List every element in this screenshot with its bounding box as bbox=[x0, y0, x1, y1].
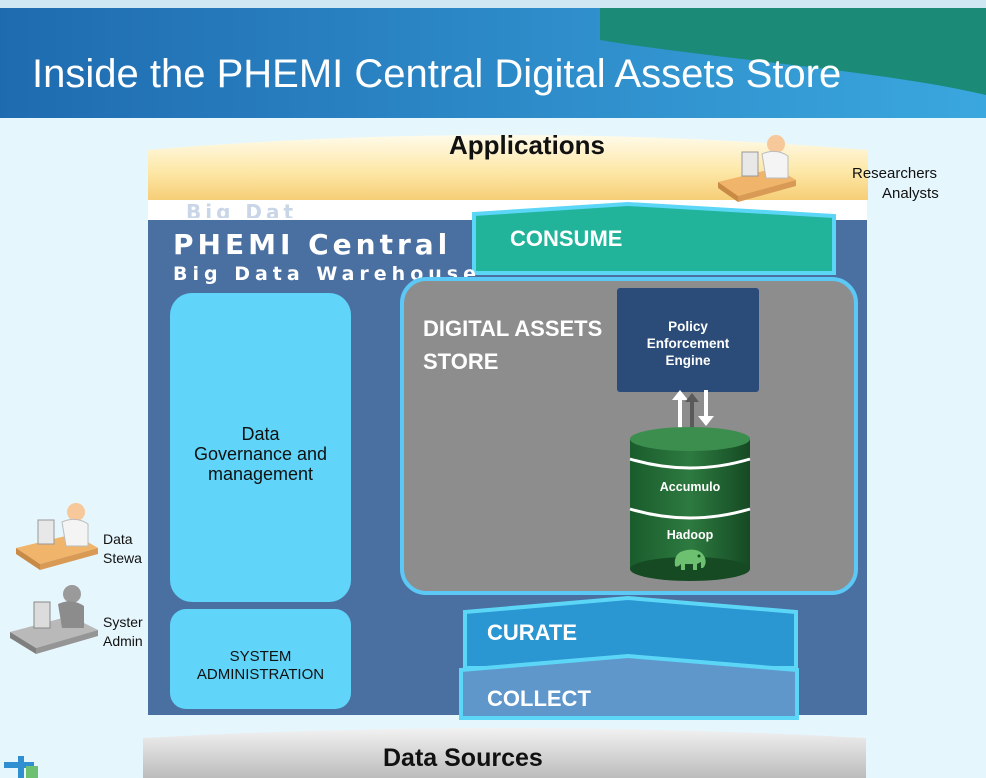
consume-label: CONSUME bbox=[510, 226, 623, 251]
digital-assets-store-label: DIGITAL ASSETS STORE bbox=[423, 316, 603, 374]
page-title: Inside the PHEMI Central Digital Assets … bbox=[32, 52, 842, 96]
system-admin-workstation-icon bbox=[10, 585, 98, 654]
header-top-line bbox=[0, 0, 986, 8]
header-teal-swoosh bbox=[600, 0, 986, 95]
warehouse-subtitle: Big Data Warehouse bbox=[173, 263, 481, 285]
system-admin-label-line2: Admin bbox=[103, 633, 143, 649]
researcher-workstation-icon bbox=[718, 135, 796, 202]
consume-banner bbox=[472, 201, 836, 275]
hadoop-elephant-icon bbox=[674, 549, 706, 570]
system-administration-box bbox=[170, 609, 351, 709]
collect-banner bbox=[459, 653, 799, 720]
data-sources-label: Data Sources bbox=[383, 744, 543, 772]
data-steward-label-line1: Data bbox=[103, 531, 133, 547]
governance-label: Data Governance and management bbox=[193, 424, 328, 484]
curate-banner bbox=[463, 595, 798, 670]
applications-band bbox=[148, 135, 868, 208]
warehouse-title: PHEMI Central bbox=[173, 228, 452, 261]
system-admin-label-line1: Syster bbox=[103, 614, 143, 630]
policy-enforcement-engine-label: Policy Enforcement Engine bbox=[646, 319, 730, 368]
hadoop-label: Hadoop bbox=[666, 528, 714, 542]
corner-logo-icon bbox=[4, 756, 38, 778]
data-sources-band bbox=[143, 728, 866, 778]
bidirectional-arrows-icon bbox=[672, 390, 714, 428]
policy-enforcement-engine-box bbox=[617, 288, 759, 392]
researchers-label: Researchers bbox=[852, 165, 938, 182]
database-cylinder-icon bbox=[629, 427, 751, 581]
system-administration-label: SYSTEM ADMINISTRATION bbox=[196, 648, 325, 683]
data-steward-workstation-icon bbox=[16, 503, 98, 570]
data-steward-label-line2: Stewa bbox=[103, 550, 142, 566]
governance-box bbox=[170, 293, 351, 602]
applications-label: Applications bbox=[449, 130, 606, 160]
collect-label: COLLECT bbox=[487, 686, 591, 711]
curate-label: CURATE bbox=[487, 620, 578, 645]
accumulo-label: Accumulo bbox=[659, 480, 721, 494]
analysts-label: Analysts bbox=[882, 185, 939, 202]
warehouse-ghost-text: Big Dat bbox=[186, 200, 298, 218]
